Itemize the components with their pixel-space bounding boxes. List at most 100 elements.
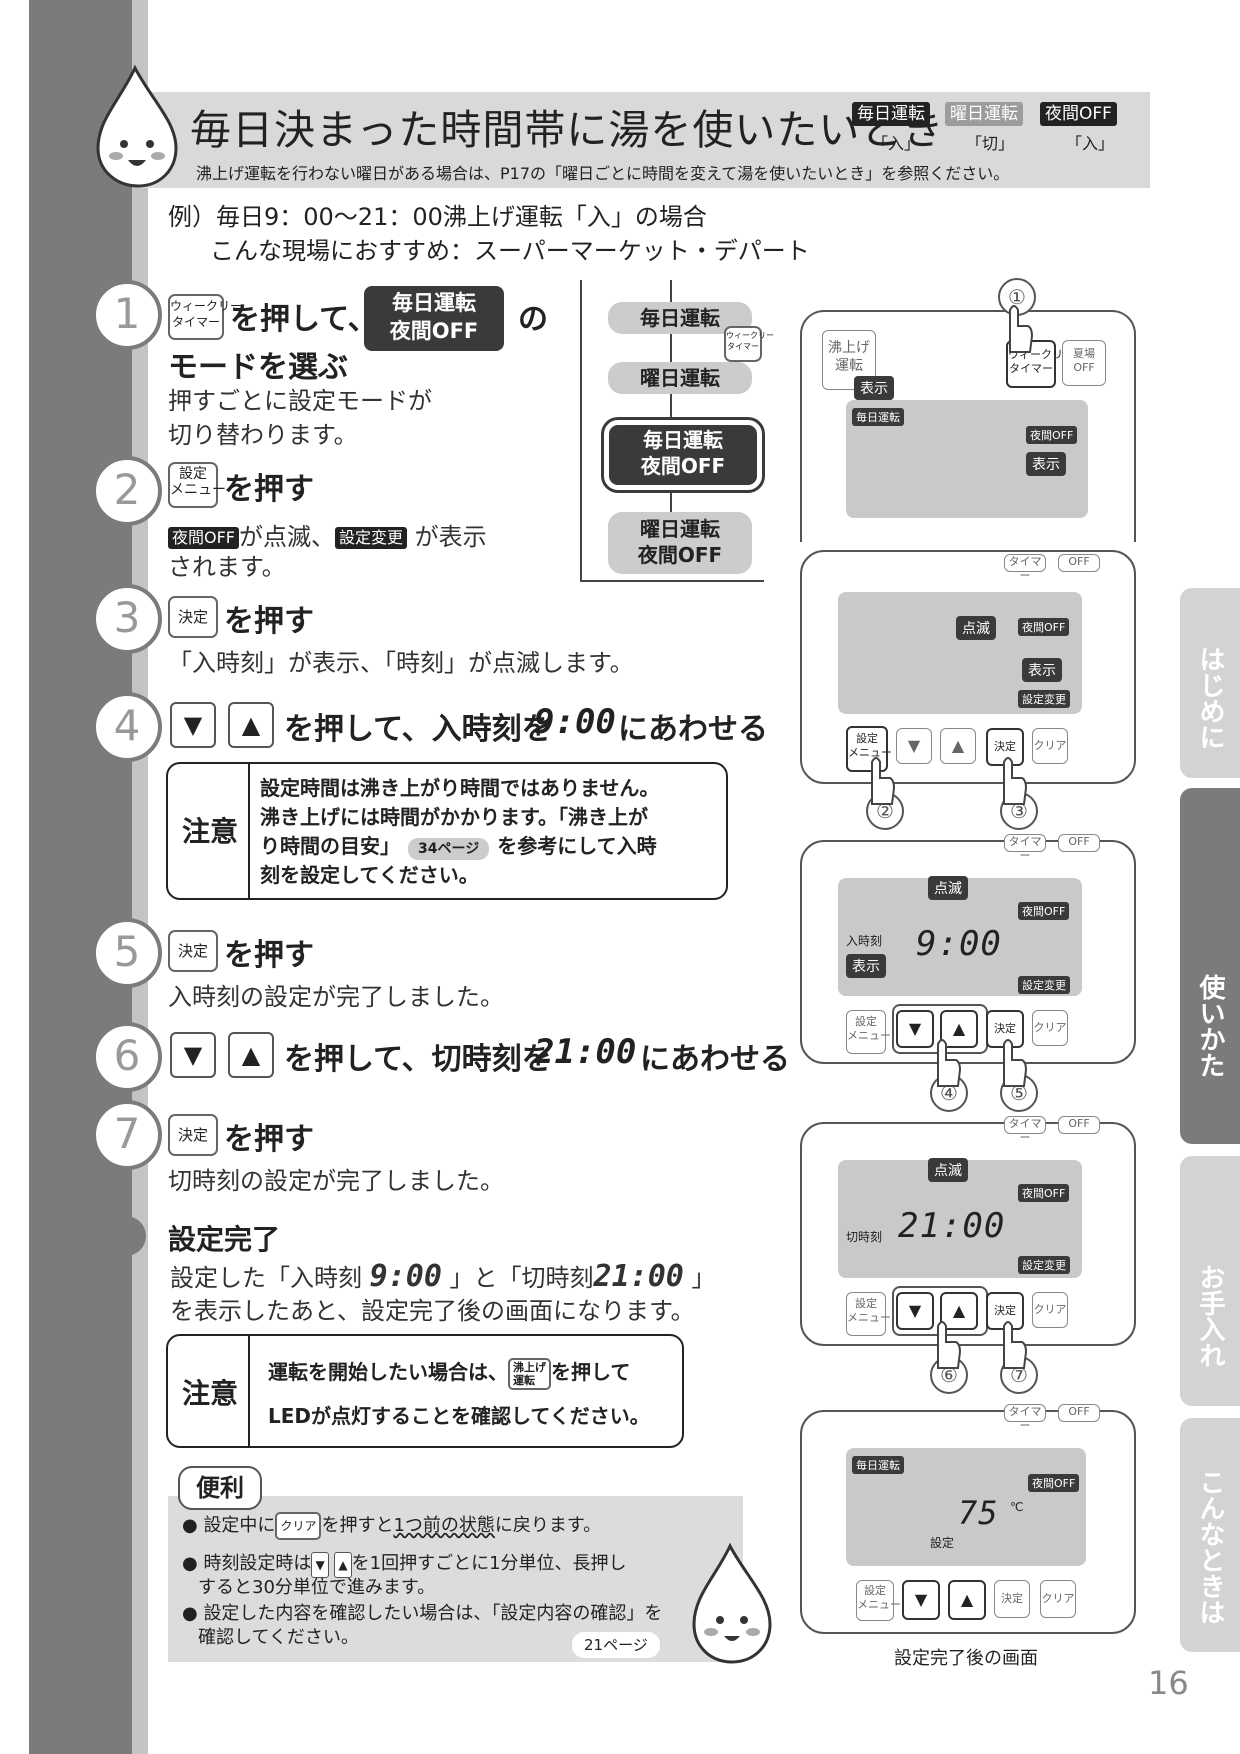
- step-number: 1: [92, 280, 162, 350]
- complete-time-off: 21:00: [593, 1259, 684, 1294]
- callout-show: 表示: [846, 954, 886, 978]
- mascot-icon: [96, 64, 178, 188]
- tab-tsukaikata[interactable]: 使いかた: [1180, 788, 1240, 1144]
- step6-text-a: を押して、切時刻を: [284, 1042, 552, 1077]
- step4-text-a: を押して、入時刻を: [284, 712, 552, 747]
- hand-pointer-icon: [1003, 1039, 1028, 1087]
- tag-weekday-state: 「切」: [966, 134, 1015, 153]
- up-arrow-icon: ▲: [940, 1010, 978, 1048]
- tip-text: 時刻設定時は: [203, 1553, 312, 1574]
- hand-pointer-icon: [871, 757, 896, 805]
- caution-box-2: 注意 運転を開始したい場合は、沸上げ 運転を押して LEDが点灯することを確認し…: [166, 1334, 684, 1448]
- step2-desc-mid: が点滅、: [239, 523, 336, 551]
- lcd-time-off: 21:00: [898, 1206, 1006, 1246]
- lcd-time-on: 9:00: [916, 924, 1002, 964]
- off-key-fragment: OFF: [1058, 834, 1100, 852]
- down-arrow-icon: ▼: [902, 1580, 940, 1620]
- lcd-nightoff: 夜間OFF: [1018, 902, 1070, 920]
- lcd-daily: 毎日運転: [852, 1456, 904, 1474]
- down-arrow-icon: ▼: [896, 1292, 934, 1330]
- timer-key-fragment: タイマー: [1004, 554, 1046, 582]
- up-arrow-icon: ▲: [948, 1580, 986, 1620]
- decide-key: 決定: [168, 930, 218, 972]
- callout-blink: 点滅: [928, 876, 968, 900]
- down-arrow-icon: ▼: [311, 1552, 329, 1578]
- tip-item-3b: 確認してください。: [198, 1627, 359, 1648]
- left-margin-stripe: [132, 0, 148, 1754]
- tip-text: 設定した内容を確認したい場合は、「設定内容の確認」を: [203, 1603, 663, 1624]
- complete-line-1: 設定した「入時刻 9:00 」と「切時刻21:00 」: [170, 1260, 715, 1295]
- step1-text-b: の: [518, 302, 548, 337]
- down-arrow-icon: ▼: [170, 1032, 216, 1078]
- hand-pointer-icon: [937, 1321, 962, 1369]
- off-key-fragment: OFF: [1058, 554, 1100, 572]
- hand-pointer-icon: [1009, 305, 1034, 353]
- caution-line: 刻を設定してください。: [260, 863, 479, 887]
- step1-text-c: モードを選ぶ: [168, 350, 348, 385]
- mode-flow-diagram: [580, 280, 764, 582]
- step6-time: 21:00: [534, 1032, 637, 1072]
- timer-key-fragment: タイマー: [1004, 1116, 1046, 1144]
- complete-time-on: 9:00: [369, 1259, 442, 1294]
- step1-text-a: を押して、: [230, 302, 378, 337]
- step-number: 3: [92, 584, 162, 654]
- tip-text: を押すと: [321, 1515, 394, 1536]
- down-arrow-icon: ▼: [896, 728, 932, 764]
- header-subtitle: 沸上げ運転を行わない曜日がある場合は、P17の「曜日ごとに時間を変えて湯を使いた…: [196, 164, 1010, 183]
- tab-hajimeni[interactable]: はじめに: [1180, 588, 1240, 778]
- tab-konnatokiha[interactable]: こんなときは: [1180, 1418, 1240, 1652]
- tag-daily-state: 「入」: [872, 134, 921, 153]
- step-number: 2: [92, 456, 162, 526]
- caution-line-part: を参考にして入時: [497, 834, 657, 858]
- left-margin-bar: [29, 0, 148, 1754]
- step-number: 7: [92, 1100, 162, 1170]
- complete-line-2: を表示したあと、設定完了後の画面になります。: [170, 1297, 695, 1325]
- step-number: 4: [92, 692, 162, 762]
- tip-item-2b: すると30分単位で進みます。: [198, 1577, 436, 1598]
- step5-text: を押す: [224, 938, 314, 973]
- lcd-daily: 毎日運転: [852, 408, 904, 426]
- up-arrow-icon: ▲: [228, 702, 274, 748]
- clear-key: クリア: [1032, 728, 1068, 764]
- caution-line: 設定時間は沸き上がり時間ではありません。: [260, 776, 660, 800]
- caution-line: り時間の目安」34ページを参考にして入時: [260, 832, 720, 861]
- tag-nightoff-state: 「入」: [1066, 134, 1115, 153]
- step7-text: を押す: [224, 1122, 314, 1157]
- hand-pointer-icon: [1003, 1321, 1028, 1369]
- flow-item-daily-nightoff: 毎日運転 夜間OFF: [604, 420, 762, 490]
- flow-item-weekday-nightoff: 曜日運転 夜間OFF: [608, 512, 752, 574]
- callout-show: 表示: [854, 376, 894, 400]
- tip-text: 設定中に: [203, 1515, 276, 1536]
- setting-menu-key: 設定 メニュー: [856, 1580, 901, 1621]
- clear-key: クリア: [1040, 1580, 1076, 1618]
- step2-text: を押す: [224, 472, 314, 507]
- page-ref-21[interactable]: 21ページ: [572, 1632, 660, 1658]
- callout-blink: 点滅: [956, 616, 996, 640]
- boil-operation-key: 沸上げ 運転: [822, 330, 876, 390]
- page-ref-34[interactable]: 34ページ: [408, 838, 490, 860]
- summer-off-key: 夏場 OFF: [1062, 340, 1106, 386]
- example-line-1: 例）毎日9：00〜21：00沸上げ運転「入」の場合: [168, 203, 707, 231]
- lcd-temp: 75: [958, 1494, 999, 1532]
- timer-key-fragment: タイマー: [1004, 834, 1046, 862]
- boil-operation-key: 沸上げ 運転: [508, 1357, 551, 1390]
- caution2-text: を押して: [551, 1360, 631, 1384]
- step7-desc: 切時刻の設定が完了しました。: [168, 1167, 504, 1195]
- step3-text: を押す: [224, 604, 314, 639]
- tab-oteire[interactable]: お手入れ: [1180, 1156, 1240, 1406]
- weekly-timer-key: ウィークリー タイマー: [724, 326, 774, 362]
- page-number: 16: [1148, 1664, 1189, 1702]
- down-arrow-icon: ▼: [170, 702, 216, 748]
- tip-text: 1つ前の状態: [393, 1515, 495, 1536]
- up-arrow-icon: ▲: [940, 1292, 978, 1330]
- decide-key: 決定: [168, 596, 218, 638]
- caution2-text: 運転を開始したい場合は、: [268, 1360, 508, 1384]
- lcd-nightoff: 夜間OFF: [1018, 1184, 1070, 1202]
- step5-desc: 入時刻の設定が完了しました。: [168, 983, 504, 1011]
- step6-text-b: にあわせる: [640, 1042, 790, 1077]
- setting-menu-key: 設定 メニュー: [846, 1292, 891, 1336]
- decide-key: 決定: [168, 1114, 218, 1156]
- tip-text: に戻ります。: [494, 1515, 602, 1536]
- tip-item-1: ● 設定中にクリアを押すと1つ前の状態に戻ります。: [182, 1512, 601, 1540]
